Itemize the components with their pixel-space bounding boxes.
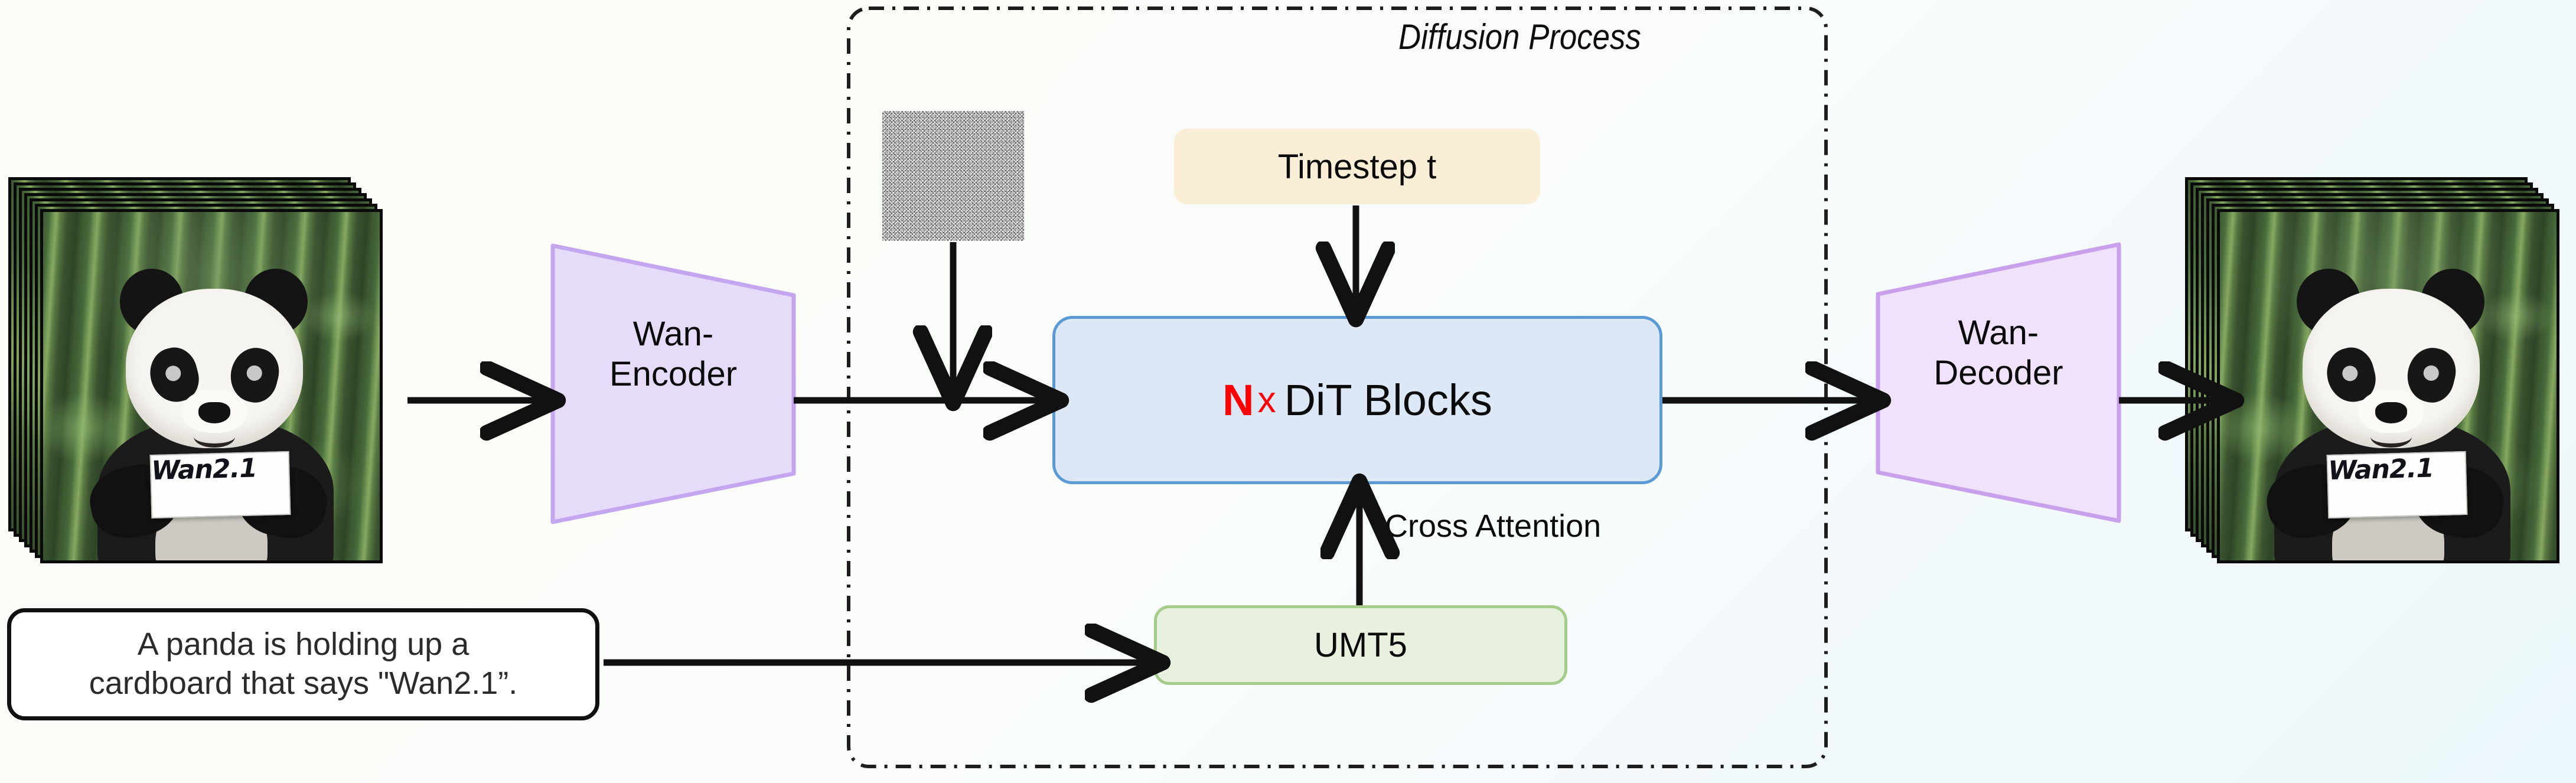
dit-blocks-node[interactable]: N x DiT Blocks [1052,316,1662,484]
panda-nose [2375,402,2407,423]
timestep-node[interactable]: Timestep t [1174,129,1540,204]
prompt-line-2: cardboard that says "Wan2.1”. [89,665,518,701]
input-video-frame-stack: Wan2.1 [8,177,386,573]
panda-mouth [2370,426,2412,448]
timestep-label: Timestep t [1277,147,1437,186]
umt5-label: UMT5 [1314,626,1407,664]
cardboard-sign-text: Wan2.1 [151,453,257,487]
gaussian-noise-patch [882,111,1024,241]
video-frame-top: Wan2.1 [2217,209,2559,563]
cardboard-sign: Wan2.1 [2326,451,2468,519]
dit-multiplier: N [1222,376,1254,425]
umt5-text-encoder-node[interactable]: UMT5 [1154,605,1567,685]
panda-illustration: Wan2.1 [43,212,380,560]
wan-decoder-block[interactable]: Wan- Decoder [1874,241,2122,524]
wan-encoder-block[interactable]: Wan- Encoder [549,242,797,526]
cross-attention-label: Cross Attention [1385,508,1602,544]
output-video-frame-stack: Wan2.1 [2185,177,2563,573]
video-frame-top: Wan2.1 [40,209,383,563]
dit-blocks-label: DiT Blocks [1284,376,1492,425]
panda-nose [198,402,230,423]
prompt-line-1: A panda is holding up a [137,627,469,663]
prompt-text-box[interactable]: A panda is holding up a cardboard that s… [7,608,599,720]
diffusion-process-title: Diffusion Process [1398,17,1641,57]
panda-mouth [194,426,235,448]
panda-illustration: Wan2.1 [2220,212,2557,560]
cardboard-sign-text: Wan2.1 [2327,453,2434,487]
dit-times-symbol: x [1257,380,1276,420]
cardboard-sign: Wan2.1 [149,451,291,519]
